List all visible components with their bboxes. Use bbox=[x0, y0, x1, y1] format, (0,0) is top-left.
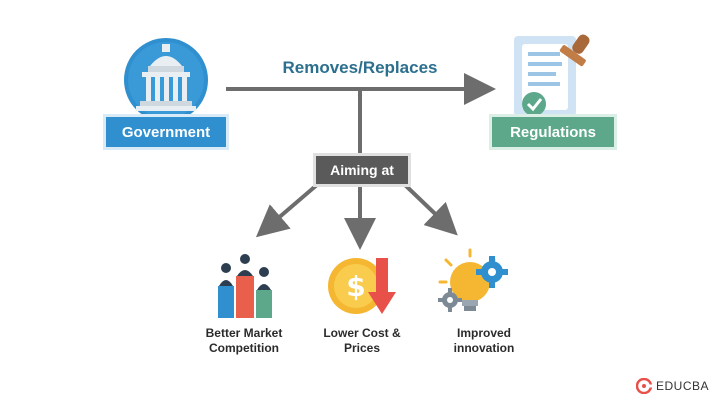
regulation-document-stamp-icon bbox=[514, 34, 590, 116]
svg-text:$: $ bbox=[346, 270, 365, 303]
educba-brand-name: EDUCBA bbox=[656, 379, 710, 393]
outcome-prices-line2: Prices bbox=[343, 341, 381, 355]
educba-logo-icon bbox=[636, 378, 652, 394]
arrow-to-innovation bbox=[402, 182, 458, 236]
lightbulb-gear-icon bbox=[438, 248, 508, 312]
outcome-innovation-caption: Improved innovation bbox=[424, 326, 544, 356]
outcome-competition-caption: Better Market Competition bbox=[184, 326, 304, 356]
government-label: Government bbox=[106, 117, 226, 147]
arrow-to-competition bbox=[255, 182, 320, 238]
regulations-label: Regulations bbox=[492, 117, 614, 147]
government-building-icon bbox=[124, 38, 208, 122]
aiming-at-label: Aiming at bbox=[316, 156, 408, 184]
outcome-prices-line1: Lower Cost & bbox=[323, 326, 401, 340]
outcome-competition-line1: Better Market bbox=[205, 326, 283, 340]
removes-replaces-label: Removes/Replaces bbox=[282, 58, 438, 77]
educba-brand: EDUCBA bbox=[636, 378, 709, 394]
outcome-competition-line2: Competition bbox=[209, 341, 279, 355]
outcome-innovation-line1: Improved bbox=[456, 326, 511, 340]
business-people-podium-icon bbox=[218, 254, 272, 318]
dollar-coin-down-arrow-icon: $ bbox=[328, 258, 396, 314]
outcome-prices-caption: Lower Cost & Prices bbox=[302, 326, 422, 356]
outcome-innovation-line2: innovation bbox=[453, 341, 515, 355]
